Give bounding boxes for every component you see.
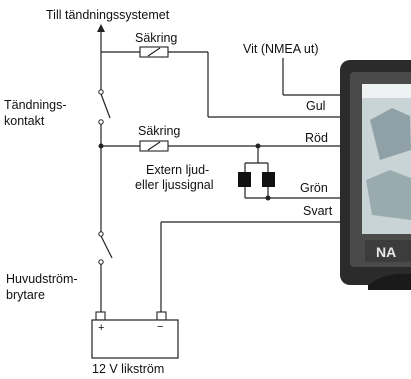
wire-yellow-label: Gul — [306, 99, 326, 113]
main-switch-label-1: Huvudström- — [6, 272, 78, 286]
battery-plus-label: + — [98, 322, 105, 334]
nmea-label: Vit (NMEA ut) — [243, 42, 319, 56]
main-switch-label-2: brytare — [6, 288, 45, 302]
wire-green-label: Grön — [300, 181, 328, 195]
fuse-top-label: Säkring — [135, 31, 178, 45]
wire-black-label: Svart — [303, 204, 333, 218]
wire-red-label: Röd — [305, 131, 328, 145]
battery-terminal-plus — [95, 311, 106, 321]
ignition-switch-label-2: kontakt — [4, 114, 45, 128]
ext-signal-label-1: Extern ljud- — [146, 163, 210, 177]
battery-label: 12 V likström — [92, 362, 165, 376]
battery-icon — [91, 319, 179, 359]
battery-minus-label: − — [157, 321, 164, 333]
battery-terminal-minus — [156, 311, 167, 321]
device-brand-text: NA — [376, 244, 397, 260]
fuse-mid-label: Säkring — [138, 124, 181, 138]
ignition-system-label: Till tändningssystemet — [46, 8, 170, 22]
gps-device — [340, 60, 411, 290]
ext-signal-label-2: eller ljussignal — [135, 178, 214, 192]
ignition-switch-label-1: Tändnings- — [4, 98, 67, 112]
